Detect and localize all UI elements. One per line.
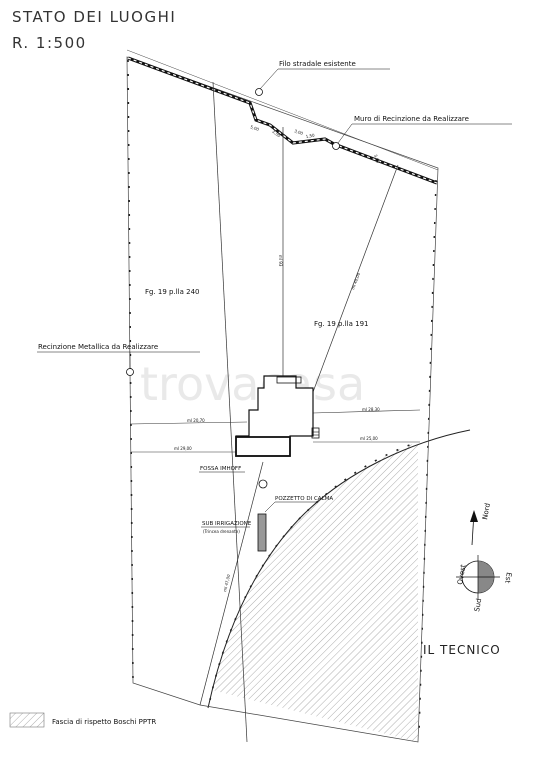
compass: Nord Est Sud Ovest xyxy=(456,502,513,612)
label-tecnico: IL TECNICO xyxy=(423,643,501,657)
title-line-1: STATO DEI LUOGHI xyxy=(12,8,176,26)
sub-irrigazione-trench xyxy=(257,513,267,552)
compass-arrow-icon xyxy=(470,510,478,522)
dim-vertical-label: ml 93 xyxy=(278,255,283,267)
building-steps xyxy=(311,427,320,439)
dim-w3: 3,00 xyxy=(294,128,305,136)
compass-est: Est xyxy=(503,572,513,584)
dim-w1: 5,00 xyxy=(250,124,261,132)
left-boundary-dashes xyxy=(127,59,134,684)
compass-quadrant xyxy=(478,577,494,593)
dim-left-lower-label: ml 29,00 xyxy=(174,446,192,451)
label-pozzetto: POZZETTO DI CALMA xyxy=(275,496,333,502)
filo-stradale-marker xyxy=(255,88,263,96)
compass-sud: Sud xyxy=(473,598,483,613)
legend-hatch-swatch xyxy=(9,712,45,728)
diagonal-line-left xyxy=(212,81,248,743)
building-annex xyxy=(276,376,302,384)
road-line xyxy=(126,49,439,171)
muro-leader-diag xyxy=(337,123,353,144)
compass-ovest: Ovest xyxy=(456,564,467,586)
label-parcel-191: Fg. 19 p.lla 191 xyxy=(314,320,369,328)
diagonal-dim-right xyxy=(312,164,399,393)
label-sub-irrigazione: SUB IRRIGAZIONE xyxy=(202,521,252,527)
recinzione-marker xyxy=(126,368,134,376)
dim-w4: 1,50 xyxy=(305,132,315,139)
pozzetto-leader-diag xyxy=(264,501,276,513)
compass-quadrant-2 xyxy=(478,561,494,577)
right-boundary-dashes xyxy=(418,179,437,736)
dim-diagonal-right-label: ml 48,00 xyxy=(350,272,361,291)
title-line-2: R. 1:500 xyxy=(12,34,87,52)
label-recinzione-metallica: Recinzione Metallica da Realizzare xyxy=(38,343,158,351)
dim-diagonal-lower-label: ml 47,00 xyxy=(222,573,231,592)
label-fossa-imhoff: FOSSA IMHOFF xyxy=(200,466,241,472)
building-terrace xyxy=(235,436,291,457)
label-sub-irrigazione-note: (Trincea drenante) xyxy=(203,529,240,534)
dim-right-lower-label: ml 25,00 xyxy=(360,436,378,441)
fossa-imhoff-symbol xyxy=(258,479,268,489)
dim-left-upper-label: ml 20,70 xyxy=(187,418,205,423)
compass-nord: Nord xyxy=(481,502,492,520)
dim-right-upper-line xyxy=(312,409,421,414)
dim-left-upper-line xyxy=(129,421,248,425)
watermark: trovacasa xyxy=(140,357,365,411)
diagonal-dim-lower xyxy=(199,461,264,706)
dim-w2: 2,50 xyxy=(271,129,281,139)
label-filo-stradale: Filo stradale esistente xyxy=(279,60,356,68)
label-parcel-240: Fg. 19 p.lla 240 xyxy=(145,288,200,296)
legend-fascia-label: Fascia di rispetto Boschi PPTR xyxy=(52,718,156,726)
dim-w5: 3,00 xyxy=(373,154,381,165)
top-wall-inner xyxy=(127,57,438,184)
dim-right-upper-label: ml 28,30 xyxy=(362,407,380,412)
filo-stradale-leader-diag xyxy=(259,68,279,90)
arc-fence-dashes xyxy=(209,441,419,701)
muro-marker xyxy=(332,142,340,150)
label-muro-recinzione: Muro di Recinzione da Realizzare xyxy=(354,115,469,123)
forest-buffer-zone xyxy=(212,442,418,742)
